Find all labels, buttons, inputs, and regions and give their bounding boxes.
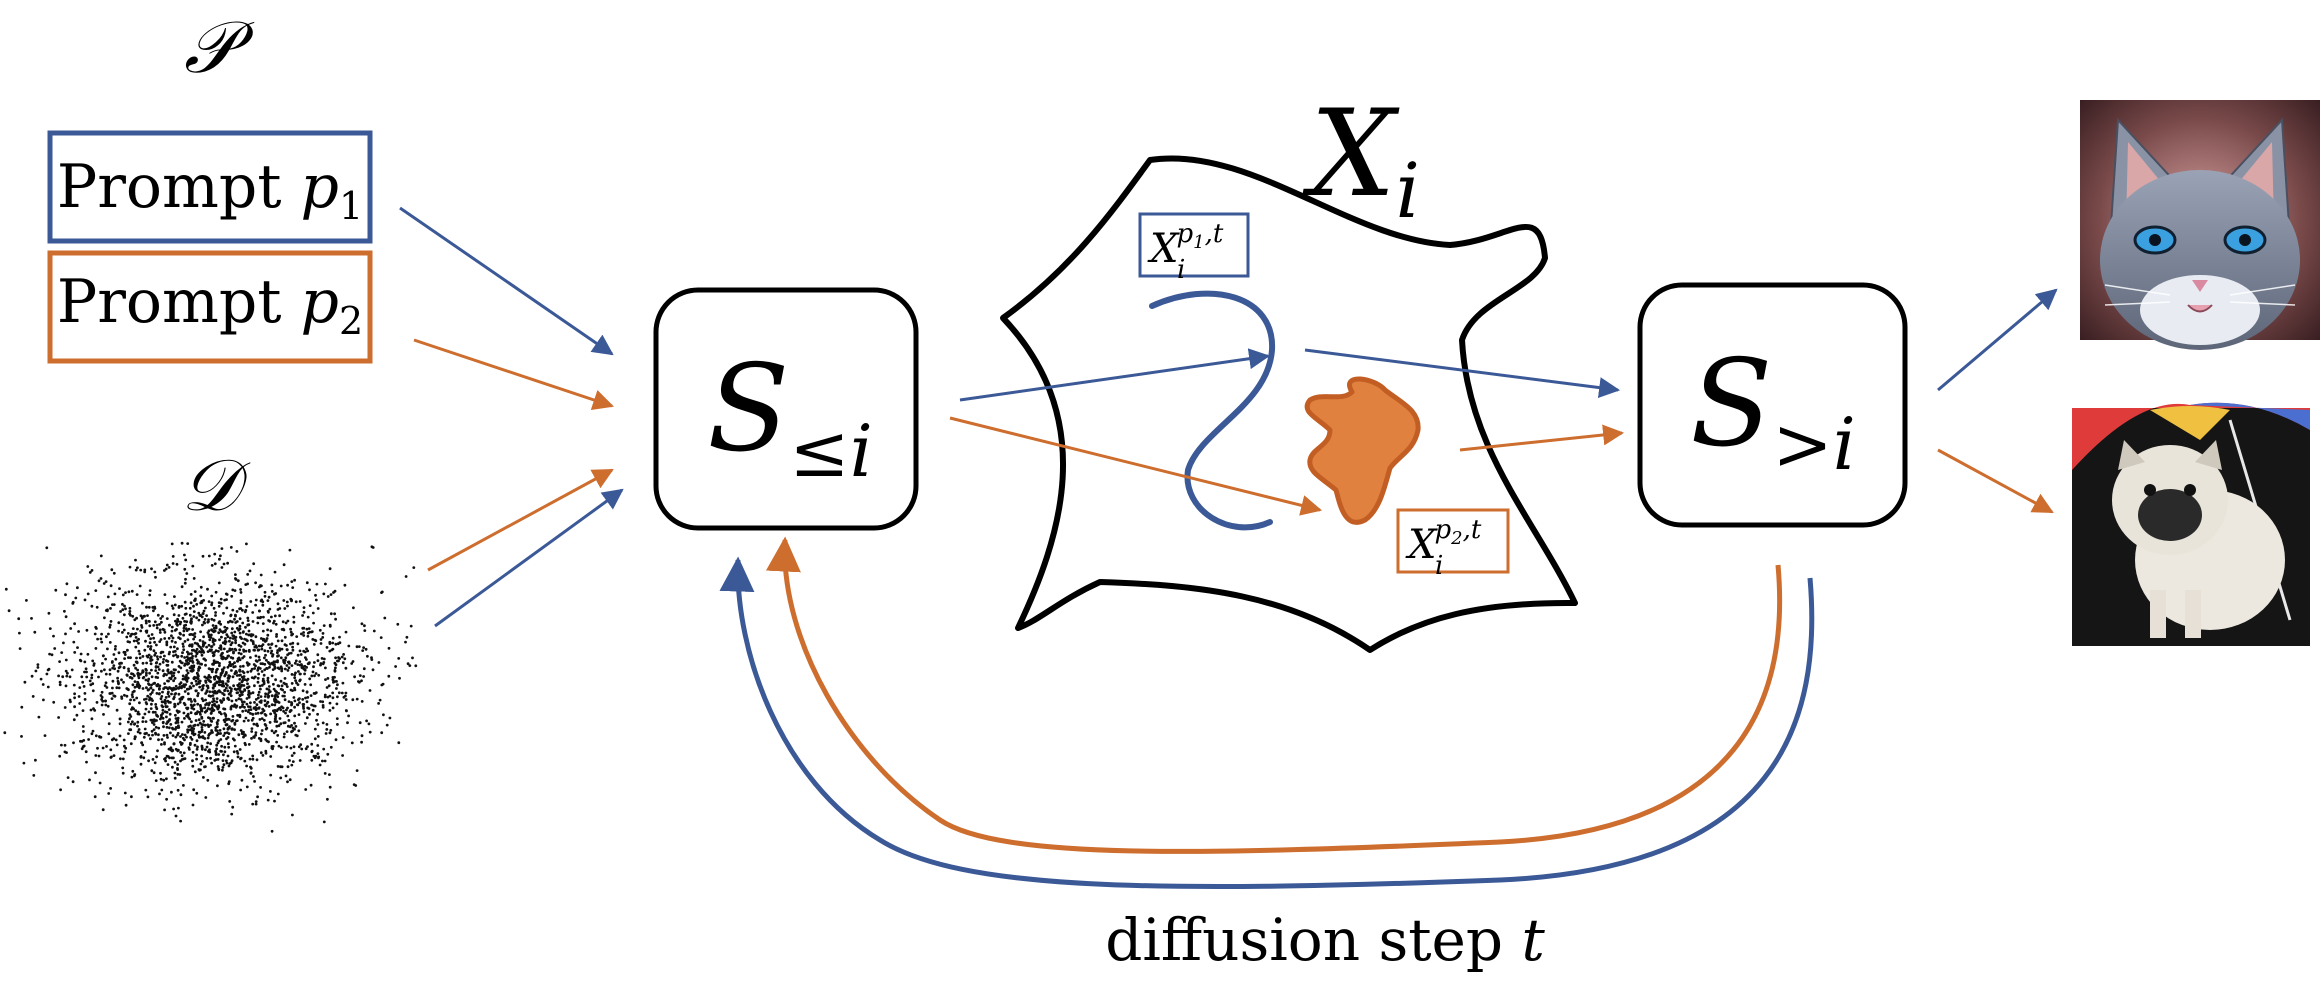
late-layers-block: S>i <box>1637 282 1908 528</box>
arrow-early-to-trajectory <box>959 348 1271 402</box>
feedback-loop-blue <box>719 556 1815 890</box>
svg-text:Xp1,ti: Xp1,ti <box>1147 219 1224 285</box>
feedback-loop-orange <box>765 536 1783 854</box>
output-image-cat <box>2080 100 2320 350</box>
arrow-noise-orange-to-early <box>427 468 614 572</box>
svg-text:S>i: S>i <box>1690 335 1856 486</box>
arrow-trajectory-to-late <box>1304 348 1621 399</box>
latent-space-shape <box>1000 155 1578 653</box>
gaussian-noise-scatter <box>3 541 418 833</box>
diffusion-step-label: diffusion step t <box>1105 906 1545 974</box>
svg-text:Prompt p2: Prompt p2 <box>57 267 363 343</box>
early-layers-block: S≤i <box>653 287 919 531</box>
prompt1-trajectory <box>1149 290 1276 531</box>
arrow-prompt2-to-early <box>413 338 614 410</box>
svg-text:S≤i: S≤i <box>707 340 873 493</box>
arrow-blob-to-late <box>1459 424 1625 452</box>
latent-space-label: Xi <box>1302 85 1420 235</box>
arrow-late-to-cat <box>1937 288 2058 392</box>
prompt-box-1: Prompt p1 <box>47 130 373 244</box>
arrow-early-to-blob <box>949 416 1323 516</box>
svg-text:Prompt p1: Prompt p1 <box>57 152 363 228</box>
arrow-noise-blue-to-early <box>434 488 624 628</box>
prompt-distribution-symbol: 𝒫 <box>184 5 255 89</box>
output-image-bulldog <box>2072 402 2310 646</box>
arrow-prompt1-to-early <box>399 206 614 356</box>
prompt-box-2: Prompt p2 <box>47 250 373 364</box>
arrow-late-to-dog <box>1937 448 2054 514</box>
data-distribution-symbol: 𝒟 <box>181 443 251 527</box>
prompt2-region-blob <box>1304 376 1421 525</box>
svg-text:Xp2,ti: Xp2,ti <box>1405 515 1482 581</box>
